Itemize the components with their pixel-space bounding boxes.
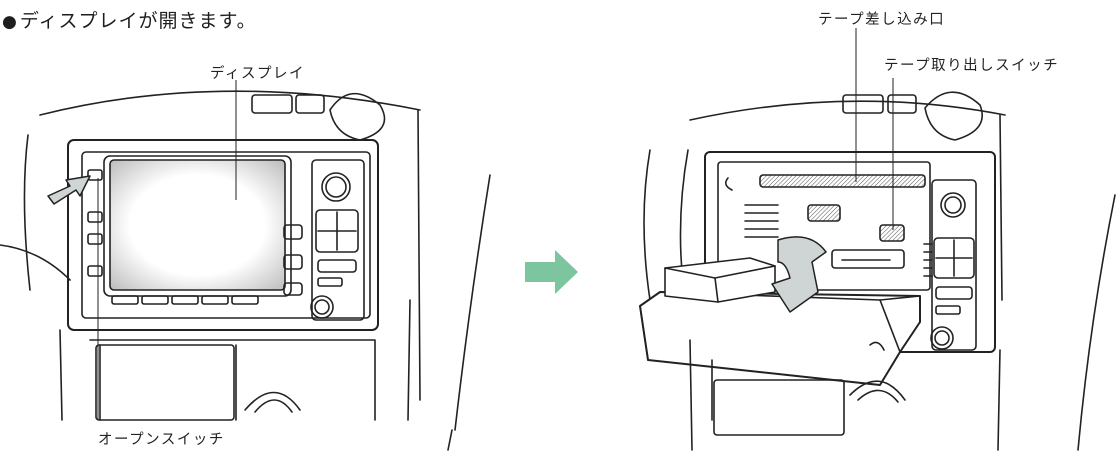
cavity-slot-lower bbox=[832, 250, 904, 268]
cavity-inner-box bbox=[808, 205, 840, 221]
dash-right-tail bbox=[448, 430, 452, 450]
r-dash-left-edge bbox=[644, 150, 650, 300]
panel-button bbox=[318, 260, 356, 272]
open-switch-button bbox=[88, 170, 102, 180]
bottom-soft-keys bbox=[112, 296, 258, 304]
r-dash-right-edge bbox=[1000, 115, 1002, 300]
dash-right-edge bbox=[418, 110, 420, 400]
side-button-1 bbox=[284, 225, 302, 239]
top-vent-left bbox=[252, 95, 292, 113]
left-figure bbox=[0, 91, 490, 450]
side-button-2 bbox=[284, 255, 302, 269]
display-label: ディスプレイ bbox=[210, 62, 305, 83]
left-button-3 bbox=[88, 234, 102, 244]
dash-far-right-curve bbox=[455, 175, 490, 430]
opened-display-panel bbox=[640, 292, 920, 385]
left-button-4 bbox=[88, 266, 102, 276]
side-button-3 bbox=[284, 283, 302, 295]
r-dash-upper-curve bbox=[690, 101, 1005, 120]
dash-left-side-line bbox=[0, 245, 70, 280]
right-figure bbox=[640, 92, 1115, 450]
left-button-2 bbox=[88, 212, 102, 222]
tape-eject-switch bbox=[880, 225, 904, 241]
tape-slot-label: テープ差し込み口 bbox=[818, 8, 945, 29]
lower-compartment bbox=[96, 345, 234, 420]
transition-arrow-icon bbox=[525, 250, 578, 294]
tape-eject-switch-label: テープ取り出しスイッチ bbox=[884, 54, 1059, 75]
cupholder-ring bbox=[245, 393, 300, 411]
display-screen bbox=[110, 160, 285, 290]
cavity-vent-lines bbox=[745, 205, 778, 237]
tape-slot bbox=[760, 175, 925, 187]
lower-console bbox=[90, 340, 375, 420]
open-switch-label: オープンスイッチ bbox=[98, 428, 225, 449]
top-knob bbox=[330, 94, 385, 140]
dash-left-edge bbox=[24, 135, 30, 290]
top-vent-right bbox=[296, 95, 324, 113]
r-dash-far-right bbox=[1078, 195, 1115, 450]
